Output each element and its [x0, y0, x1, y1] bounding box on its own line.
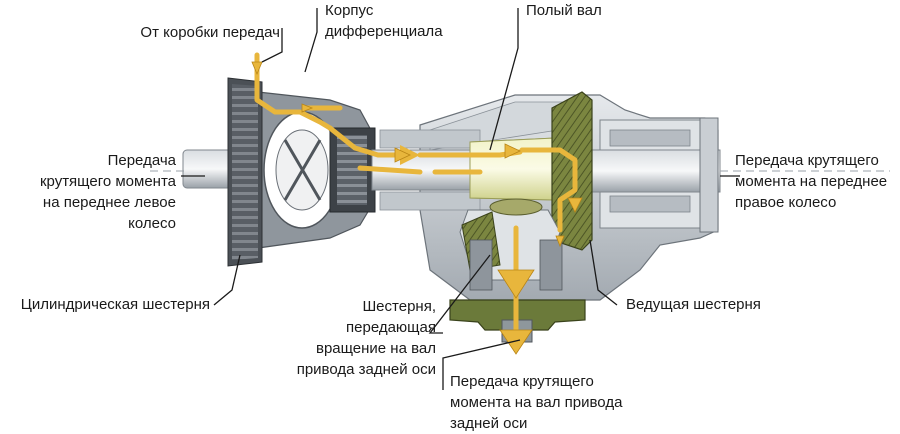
front-right-output-shaft [584, 117, 890, 233]
spur-gear [227, 77, 263, 267]
label-rear-axle-shaft: Передача крутящего момента на вал привод… [450, 373, 623, 432]
label-front-right-wheel: Передача крутящего момента на переднее п… [735, 152, 888, 211]
label-rear-pinion-gear: Шестерня, передающая вращение на вал при… [296, 298, 436, 378]
flow-arrowheads [251, 61, 583, 355]
label-hollow-shaft: Полый вал [526, 2, 602, 19]
leader-lines [181, 8, 740, 390]
differential-housing [257, 91, 376, 249]
label-from-gearbox: От коробки передач [140, 24, 280, 41]
label-front-left-wheel: Передача крутящего момента на переднее л… [39, 152, 176, 232]
rear-pinion-gear [459, 198, 563, 291]
label-drive-gear: Ведущая шестерня [626, 296, 761, 313]
label-spur-gear: Цилиндрическая шестерня [20, 296, 210, 313]
label-differential-housing: Корпус дифференциала [325, 2, 443, 40]
